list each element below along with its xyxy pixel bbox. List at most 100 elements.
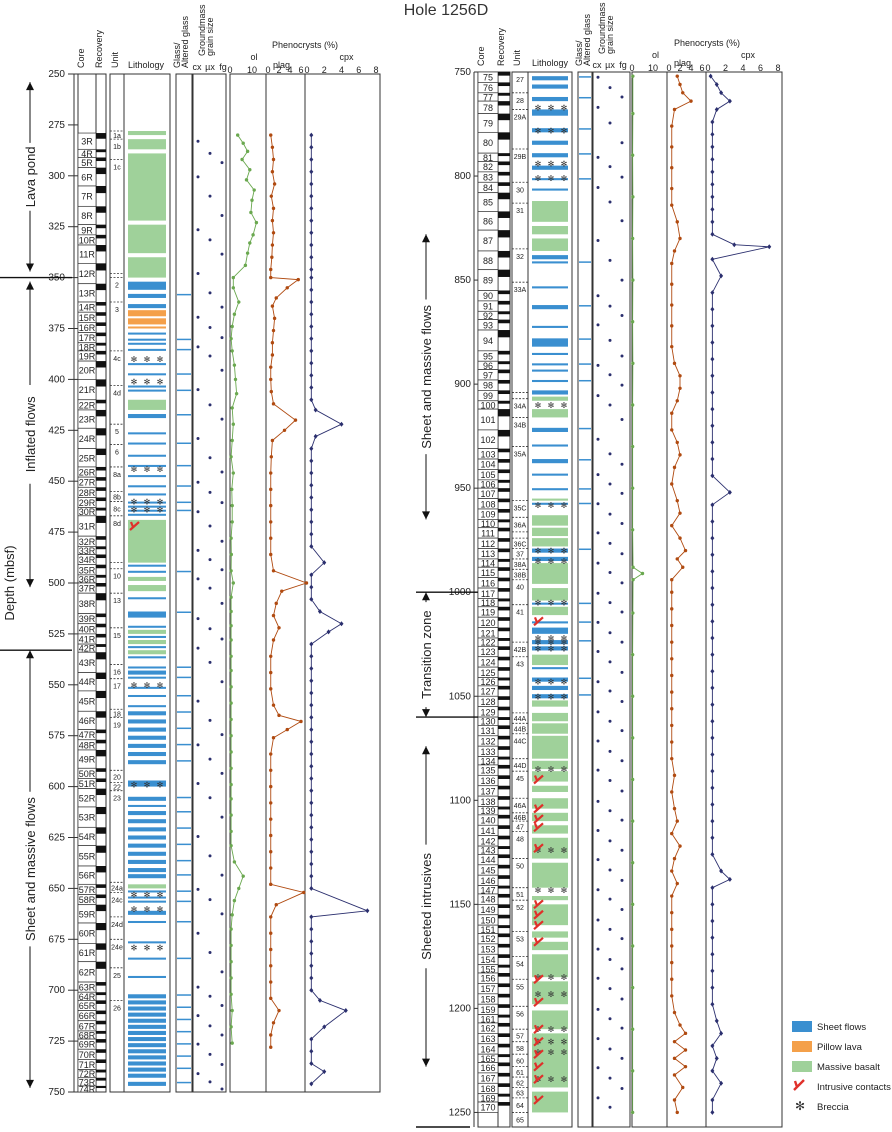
point-plag	[274, 902, 278, 907]
glass-mark	[579, 128, 591, 130]
core-label: 161	[480, 1014, 495, 1024]
point-plag	[269, 931, 273, 935]
recovery-bar	[498, 706, 510, 711]
grain-size-mark	[608, 839, 612, 843]
point-plag	[675, 819, 679, 823]
recovery-bar	[96, 943, 106, 950]
depth-tick-label: 300	[48, 171, 65, 182]
point-plag	[271, 569, 276, 573]
lithology-massive	[532, 654, 568, 666]
breccia-icon: ✻	[144, 943, 151, 952]
grain-size-mark	[208, 586, 212, 590]
lithology-sheet	[128, 719, 166, 724]
breccia-icon: ✻	[548, 1038, 555, 1047]
point-plag	[269, 817, 273, 821]
depth-tick-label: 800	[454, 171, 471, 182]
recovery-bar	[96, 283, 106, 291]
recovery-bar	[498, 101, 510, 106]
breccia-icon: ✻	[548, 501, 555, 510]
recovery-bar	[96, 894, 106, 899]
point-cpx	[714, 1055, 719, 1061]
core-label: 63R	[79, 983, 96, 993]
core-label: 105	[480, 470, 495, 480]
breccia-icon: ✻	[561, 103, 568, 112]
grain-size-mark	[596, 323, 600, 327]
point-plag	[269, 947, 273, 952]
grain-size-mark	[608, 338, 612, 342]
recovery-bar	[498, 1062, 510, 1067]
point-ol	[630, 944, 635, 948]
unit-label: 52	[516, 905, 524, 912]
point-cpx	[710, 389, 715, 395]
breccia-icon: ✻	[131, 943, 138, 952]
lithology-massive	[128, 257, 166, 278]
point-plag	[670, 869, 674, 873]
header-altered-glass: Altered glass	[180, 15, 190, 68]
point-ol	[630, 403, 635, 407]
glass-mark	[177, 874, 191, 876]
core-label: 164	[480, 1044, 495, 1054]
grain-size-mark	[208, 456, 212, 460]
breccia-icon: ✻	[561, 174, 568, 183]
grain-size-mark	[220, 568, 224, 572]
core-label: 121	[480, 628, 495, 638]
depth-tick-label: 750	[48, 1087, 65, 1098]
core-label: 116	[481, 578, 495, 588]
recovery-bar	[96, 332, 106, 337]
recovery-bar	[96, 350, 106, 355]
grain-size-mark	[196, 646, 200, 650]
point-ol	[231, 471, 235, 475]
grain-size-mark	[208, 796, 212, 800]
point-plag	[296, 277, 300, 282]
point-plag	[675, 881, 679, 886]
lithology-sheet	[128, 363, 166, 366]
glass-mark	[177, 1081, 191, 1084]
glass-mark	[177, 348, 191, 351]
grain-size-mark	[608, 1017, 612, 1021]
lithology-sheet	[128, 611, 166, 618]
depth-tick-label: 1250	[449, 1107, 472, 1118]
lithology-sheet	[128, 920, 166, 924]
header-altered-glass: Altered glass	[582, 13, 592, 66]
glass-mark	[579, 548, 591, 551]
grain-size-mark	[220, 539, 224, 543]
recovery-bar	[96, 652, 106, 660]
grain-size-mark	[596, 185, 600, 189]
point-cpx	[309, 690, 314, 696]
grain-size-mark	[196, 175, 200, 179]
core-label: 75	[483, 73, 493, 83]
point-ol	[229, 829, 233, 834]
recovery-bar	[96, 788, 106, 796]
lithology-sheet	[128, 513, 166, 516]
point-cpx	[710, 635, 715, 641]
core-label: 40R	[79, 624, 96, 634]
point-plag	[670, 723, 674, 728]
core-label: 60R	[79, 929, 96, 939]
glass-mark	[177, 743, 191, 746]
breccia-icon: ✻	[157, 943, 164, 952]
breccia-icon: ✻	[561, 638, 568, 647]
label-ol: ol	[250, 52, 257, 62]
point-cpx	[710, 456, 715, 462]
recovery-bar	[498, 230, 510, 238]
recovery-bar	[498, 617, 510, 621]
core-label: 128	[480, 697, 495, 707]
lithology-massive	[532, 201, 568, 222]
point-plag	[269, 882, 273, 887]
point-cpx	[710, 518, 715, 524]
lithology-sheet	[532, 694, 568, 699]
breccia-icon: ✻	[548, 174, 555, 183]
breccia-icon: ✻	[548, 599, 555, 608]
label-ol: ol	[652, 50, 659, 60]
recovery-bar	[96, 428, 106, 436]
legend-label: Pillow lava	[817, 1042, 863, 1053]
recovery-bar	[498, 588, 510, 592]
lithology-column	[123, 73, 171, 1093]
recovery-bar	[498, 785, 510, 790]
grain-size-mark	[208, 1024, 212, 1028]
header-unit: Unit	[110, 51, 120, 68]
grain-size-mark	[208, 854, 212, 858]
recovery-bar	[498, 577, 510, 582]
point-cpx	[309, 193, 314, 199]
lithology-sheet	[128, 780, 166, 787]
